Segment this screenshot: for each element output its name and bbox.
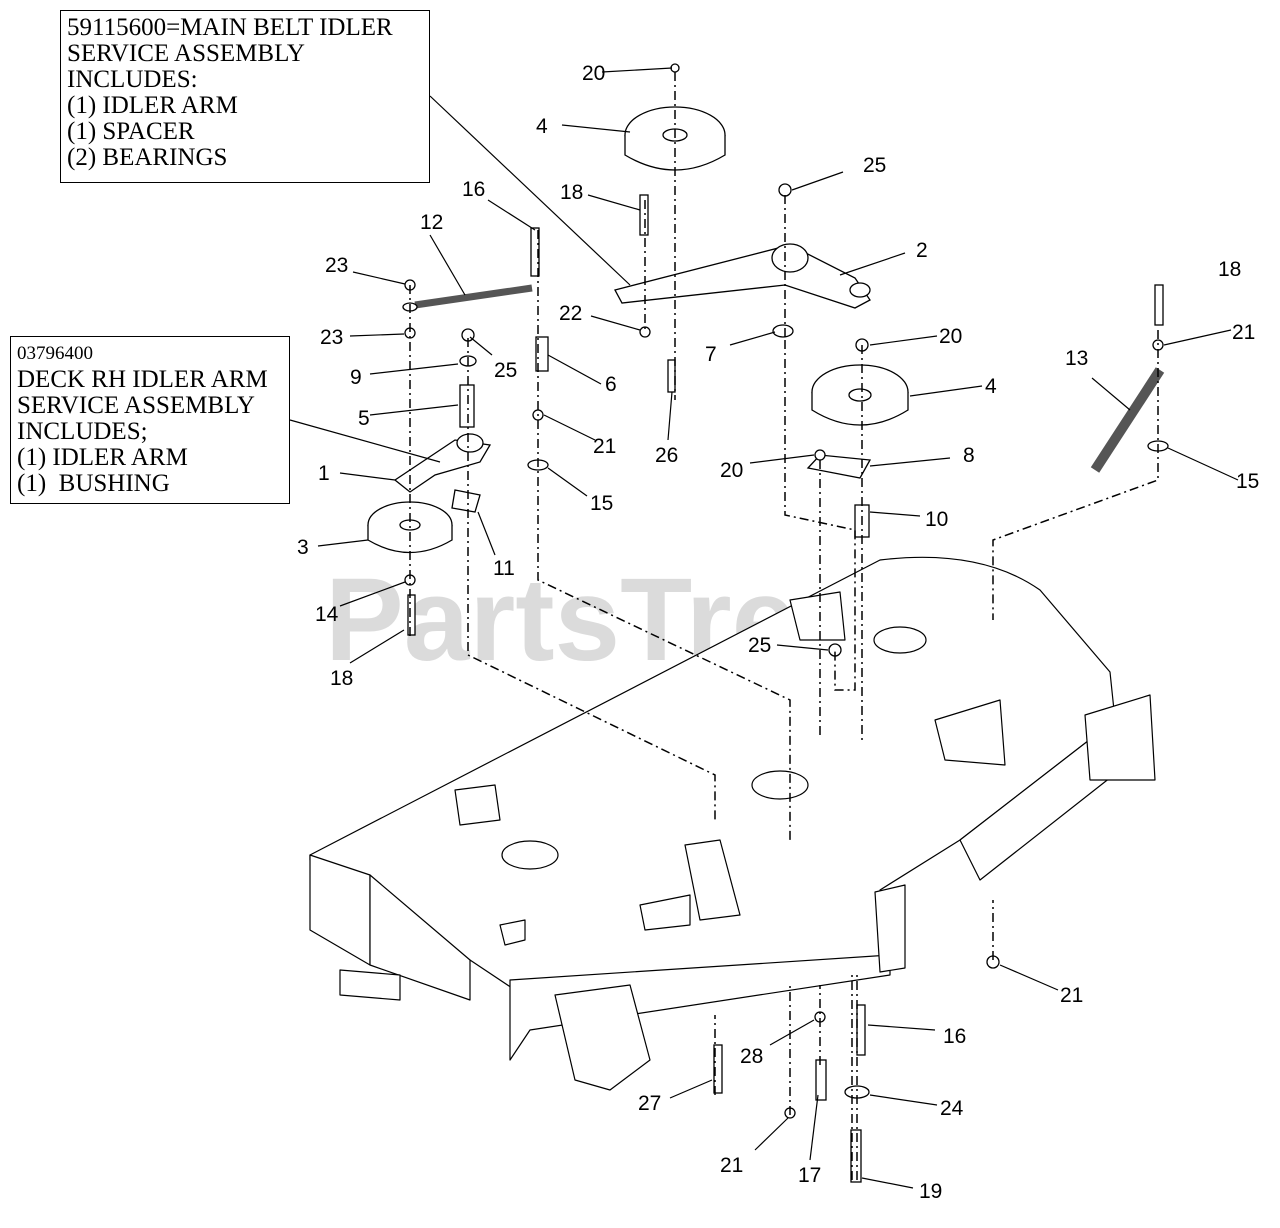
callout-line: INCLUDES; <box>17 418 148 445</box>
part-number-label: 17 <box>798 1164 821 1187</box>
part-number-label: 25 <box>748 634 771 657</box>
part-number-label: 18 <box>330 667 353 690</box>
part-number-label: 16 <box>462 178 485 201</box>
part-number-label: 18 <box>560 181 583 204</box>
part-number-label: 18 <box>1218 258 1241 281</box>
part-number-label: 19 <box>919 1180 942 1203</box>
part-number-label: 6 <box>605 373 617 396</box>
part-number-label: 21 <box>1060 984 1083 1007</box>
part-number-label: 7 <box>705 343 717 366</box>
part-number-label: 25 <box>863 154 886 177</box>
part-number-label: 26 <box>655 444 678 467</box>
part-number-label: 24 <box>940 1097 964 1120</box>
part-number-label: 14 <box>315 603 339 626</box>
part-number-label: 20 <box>720 459 743 482</box>
part-number-label: 27 <box>638 1092 661 1115</box>
part-number-label: 12 <box>420 211 443 234</box>
part-number-label: 20 <box>939 325 962 348</box>
part-number-label: 15 <box>1236 470 1259 493</box>
part-number-label: 11 <box>493 557 515 580</box>
part-number-label: 9 <box>350 366 362 389</box>
part-number-label: 21 <box>593 435 616 458</box>
part-number-label: 4 <box>985 375 997 398</box>
exploded-parts <box>367 63 1169 1183</box>
leader-lines <box>289 67 1239 1189</box>
callout-line: (1) IDLER ARM <box>17 444 188 471</box>
part-number-label: 5 <box>358 407 370 430</box>
callout-line: SERVICE ASSEMBLY <box>67 40 305 67</box>
part-number-label: 10 <box>925 508 948 531</box>
part-number-label: 21 <box>1232 321 1255 344</box>
part-number-label: 22 <box>559 302 582 325</box>
part-number-label: 2 <box>916 239 928 262</box>
part-number-label: 28 <box>740 1045 763 1068</box>
part-number-label: 23 <box>325 254 348 277</box>
part-number-label: 3 <box>297 536 309 559</box>
callout-line: (2) BEARINGS <box>67 144 228 171</box>
part-number-label: 15 <box>590 492 613 515</box>
callout-line: (1) SPACER <box>67 118 195 145</box>
part-number-label: 13 <box>1065 347 1088 370</box>
callout-line: (1) IDLER ARM <box>67 92 238 119</box>
callout-line: 59115600=MAIN BELT IDLER <box>67 14 393 41</box>
part-number-label: 1 <box>318 462 330 485</box>
callout-line: 03796400 <box>17 343 93 364</box>
callout-line: DECK RH IDLER ARM <box>17 366 268 393</box>
part-number-label: 25 <box>494 359 517 382</box>
main-belt-idler-callout: 59115600=MAIN BELT IDLER SERVICE ASSEMBL… <box>60 10 430 183</box>
callout-line: (1) BUSHING <box>17 470 170 497</box>
part-number-label: 16 <box>943 1025 966 1048</box>
callout-line: SERVICE ASSEMBLY <box>17 392 255 419</box>
part-number-label: 21 <box>720 1154 743 1177</box>
deck-rh-idler-callout: 03796400 DECK RH IDLER ARM SERVICE ASSEM… <box>10 336 290 504</box>
mower-deck <box>309 556 1156 1091</box>
part-number-label: 4 <box>536 115 548 138</box>
part-number-label: 8 <box>963 444 975 467</box>
part-number-label: 20 <box>582 62 605 85</box>
callout-line: INCLUDES: <box>67 66 198 93</box>
assembly-lines <box>409 72 1159 1180</box>
part-number-label: 23 <box>320 326 343 349</box>
